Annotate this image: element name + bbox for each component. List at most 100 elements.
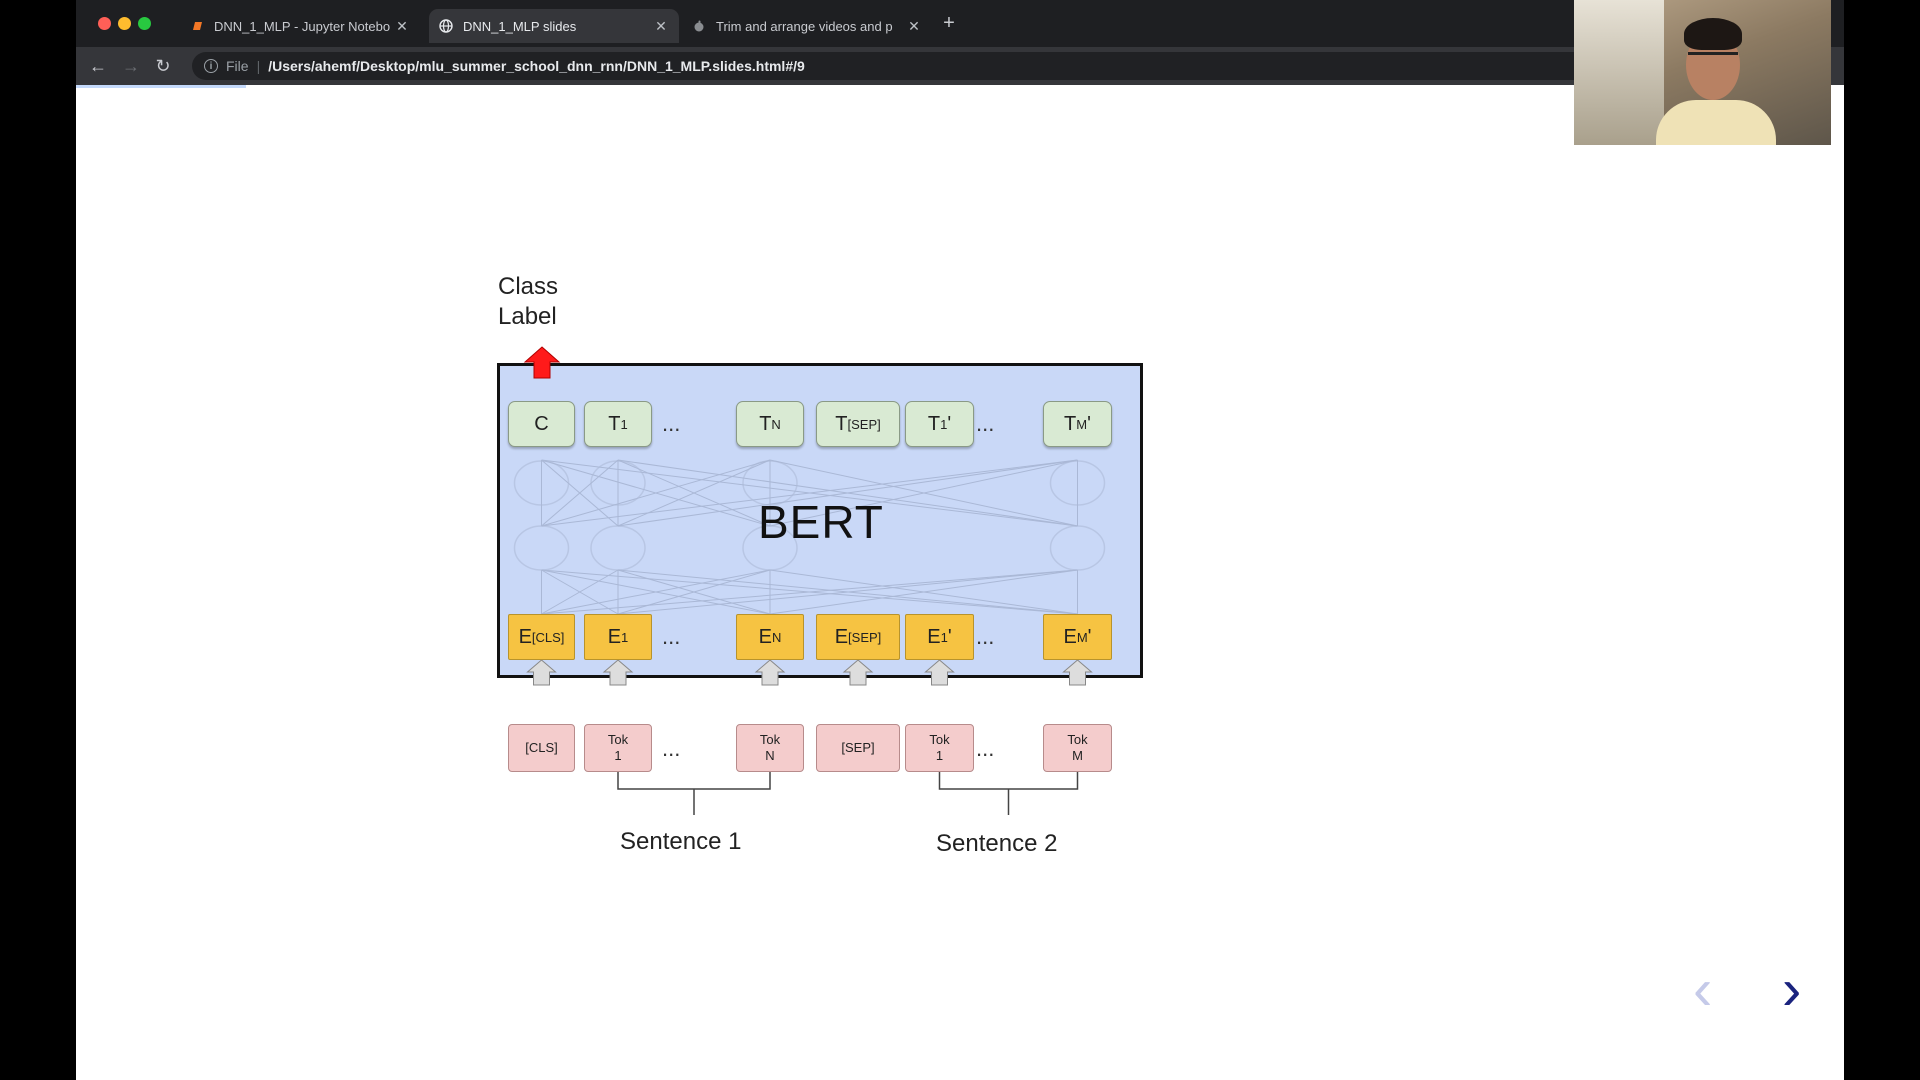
- class-label: Class Label: [498, 272, 558, 332]
- ellipsis: ...: [976, 624, 995, 649]
- token-line2: N: [765, 748, 775, 763]
- node-prime: ': [947, 412, 952, 435]
- node-subscript: [SEP]: [847, 416, 881, 432]
- url-text[interactable]: /Users/ahemf/Desktop/mlu_summer_school_d…: [268, 58, 805, 74]
- node-symbol: E: [834, 625, 849, 648]
- tab-mlp-slides[interactable]: DNN_1_MLP slides ✕: [429, 9, 679, 43]
- class-label-line1: Class: [498, 273, 559, 300]
- token-line1: Tok: [759, 732, 781, 747]
- tab-bar: DNN_1_MLP - Jupyter Notebo ✕ DNN_1_MLP s…: [76, 0, 1844, 50]
- node-subscript: N: [771, 416, 781, 432]
- next-slide-button[interactable]: ›: [1782, 957, 1802, 1022]
- output-node: T[SEP]: [816, 401, 900, 447]
- token-line2: 1: [614, 748, 622, 763]
- token-line1: [SEP]: [841, 740, 875, 755]
- prev-slide-button[interactable]: ‹: [1693, 957, 1713, 1022]
- embedding-node: E[CLS]: [508, 614, 575, 660]
- close-tab-icon[interactable]: ✕: [908, 17, 920, 34]
- jupyter-icon: [190, 19, 204, 33]
- token-line1: Tok: [929, 732, 950, 747]
- ellipsis: ...: [662, 736, 681, 761]
- address-bar[interactable]: i File | /Users/ahemf/Desktop/mlu_summer…: [192, 52, 1652, 80]
- url-scheme: File: [226, 58, 249, 74]
- node-symbol: T: [835, 412, 848, 435]
- back-button[interactable]: ←: [89, 56, 107, 76]
- ellipsis: ...: [976, 411, 995, 436]
- class-label-arrow-icon: [523, 346, 561, 379]
- window-backdrop: [1574, 0, 1664, 145]
- node-symbol: E: [518, 625, 532, 648]
- info-icon[interactable]: i: [204, 59, 218, 73]
- reload-button[interactable]: ↻: [155, 56, 171, 76]
- node-symbol: E: [927, 625, 941, 648]
- token-line1: Tok: [607, 732, 629, 747]
- input-token-node: [SEP]: [816, 724, 900, 772]
- token-line2: 1: [935, 748, 944, 763]
- node-subscript: [CLS]: [531, 629, 565, 645]
- sentence-1-label: Sentence 1: [620, 828, 742, 855]
- embedding-node: E[SEP]: [816, 614, 900, 660]
- page-progress-bar: [76, 85, 246, 88]
- presenter-hair: [1684, 18, 1742, 50]
- browser-window: DNN_1_MLP - Jupyter Notebo ✕ DNN_1_MLP s…: [76, 0, 1844, 1080]
- node-symbol: C: [534, 412, 549, 435]
- token-line2: M: [1072, 748, 1083, 763]
- node-subscript: [SEP]: [848, 629, 882, 645]
- node-prime: ': [1087, 625, 1092, 648]
- tab-title: Trim and arrange videos and p: [716, 18, 893, 34]
- sentence-bracket: [938, 772, 1079, 790]
- node-subscript: M: [1076, 629, 1088, 645]
- webcam-overlay: [1574, 0, 1831, 145]
- sentence-bracket: [617, 772, 771, 790]
- node-prime: ': [1087, 412, 1091, 435]
- node-symbol: E: [1063, 625, 1077, 648]
- sentence-2-label: Sentence 2: [936, 830, 1058, 857]
- url-separator: |: [256, 58, 261, 74]
- token-line1: [CLS]: [525, 740, 558, 755]
- minimize-window-button[interactable]: [118, 17, 131, 30]
- token-line1: Tok: [1067, 732, 1088, 747]
- apple-icon: [692, 19, 706, 33]
- node-subscript: 1: [621, 629, 629, 645]
- forward-button[interactable]: →: [122, 56, 140, 76]
- tab-trim-videos[interactable]: Trim and arrange videos and p ✕: [682, 9, 932, 43]
- node-prime: ': [947, 625, 952, 648]
- bert-title: BERT: [758, 496, 884, 548]
- node-symbol: T: [608, 412, 621, 435]
- address-toolbar: ← → ↻ i File | /Users/ahemf/Desktop/mlu_…: [76, 47, 1844, 85]
- class-label-line2: Label: [498, 303, 557, 330]
- node-symbol: T: [1064, 412, 1077, 435]
- node-subscript: 1: [940, 629, 948, 645]
- node-subscript: M: [1076, 416, 1088, 432]
- output-node: C: [508, 401, 575, 447]
- node-subscript: 1: [940, 416, 948, 432]
- tab-jupyter-notebook[interactable]: DNN_1_MLP - Jupyter Notebo ✕: [180, 9, 420, 43]
- node-symbol: T: [759, 412, 772, 435]
- close-tab-icon[interactable]: ✕: [396, 17, 408, 34]
- new-tab-button[interactable]: +: [943, 12, 955, 34]
- node-subscript: N: [771, 629, 782, 645]
- ellipsis: ...: [662, 624, 681, 649]
- maximize-window-button[interactable]: [138, 17, 151, 30]
- globe-icon: [439, 19, 453, 33]
- glasses-icon: [1688, 52, 1738, 65]
- input-token-node: [CLS]: [508, 724, 575, 772]
- tab-title: DNN_1_MLP - Jupyter Notebo: [214, 18, 391, 34]
- close-tab-icon[interactable]: ✕: [655, 17, 667, 34]
- node-symbol: T: [927, 412, 941, 435]
- node-subscript: 1: [620, 416, 628, 432]
- tab-title: DNN_1_MLP slides: [463, 18, 577, 34]
- close-window-button[interactable]: [98, 17, 111, 30]
